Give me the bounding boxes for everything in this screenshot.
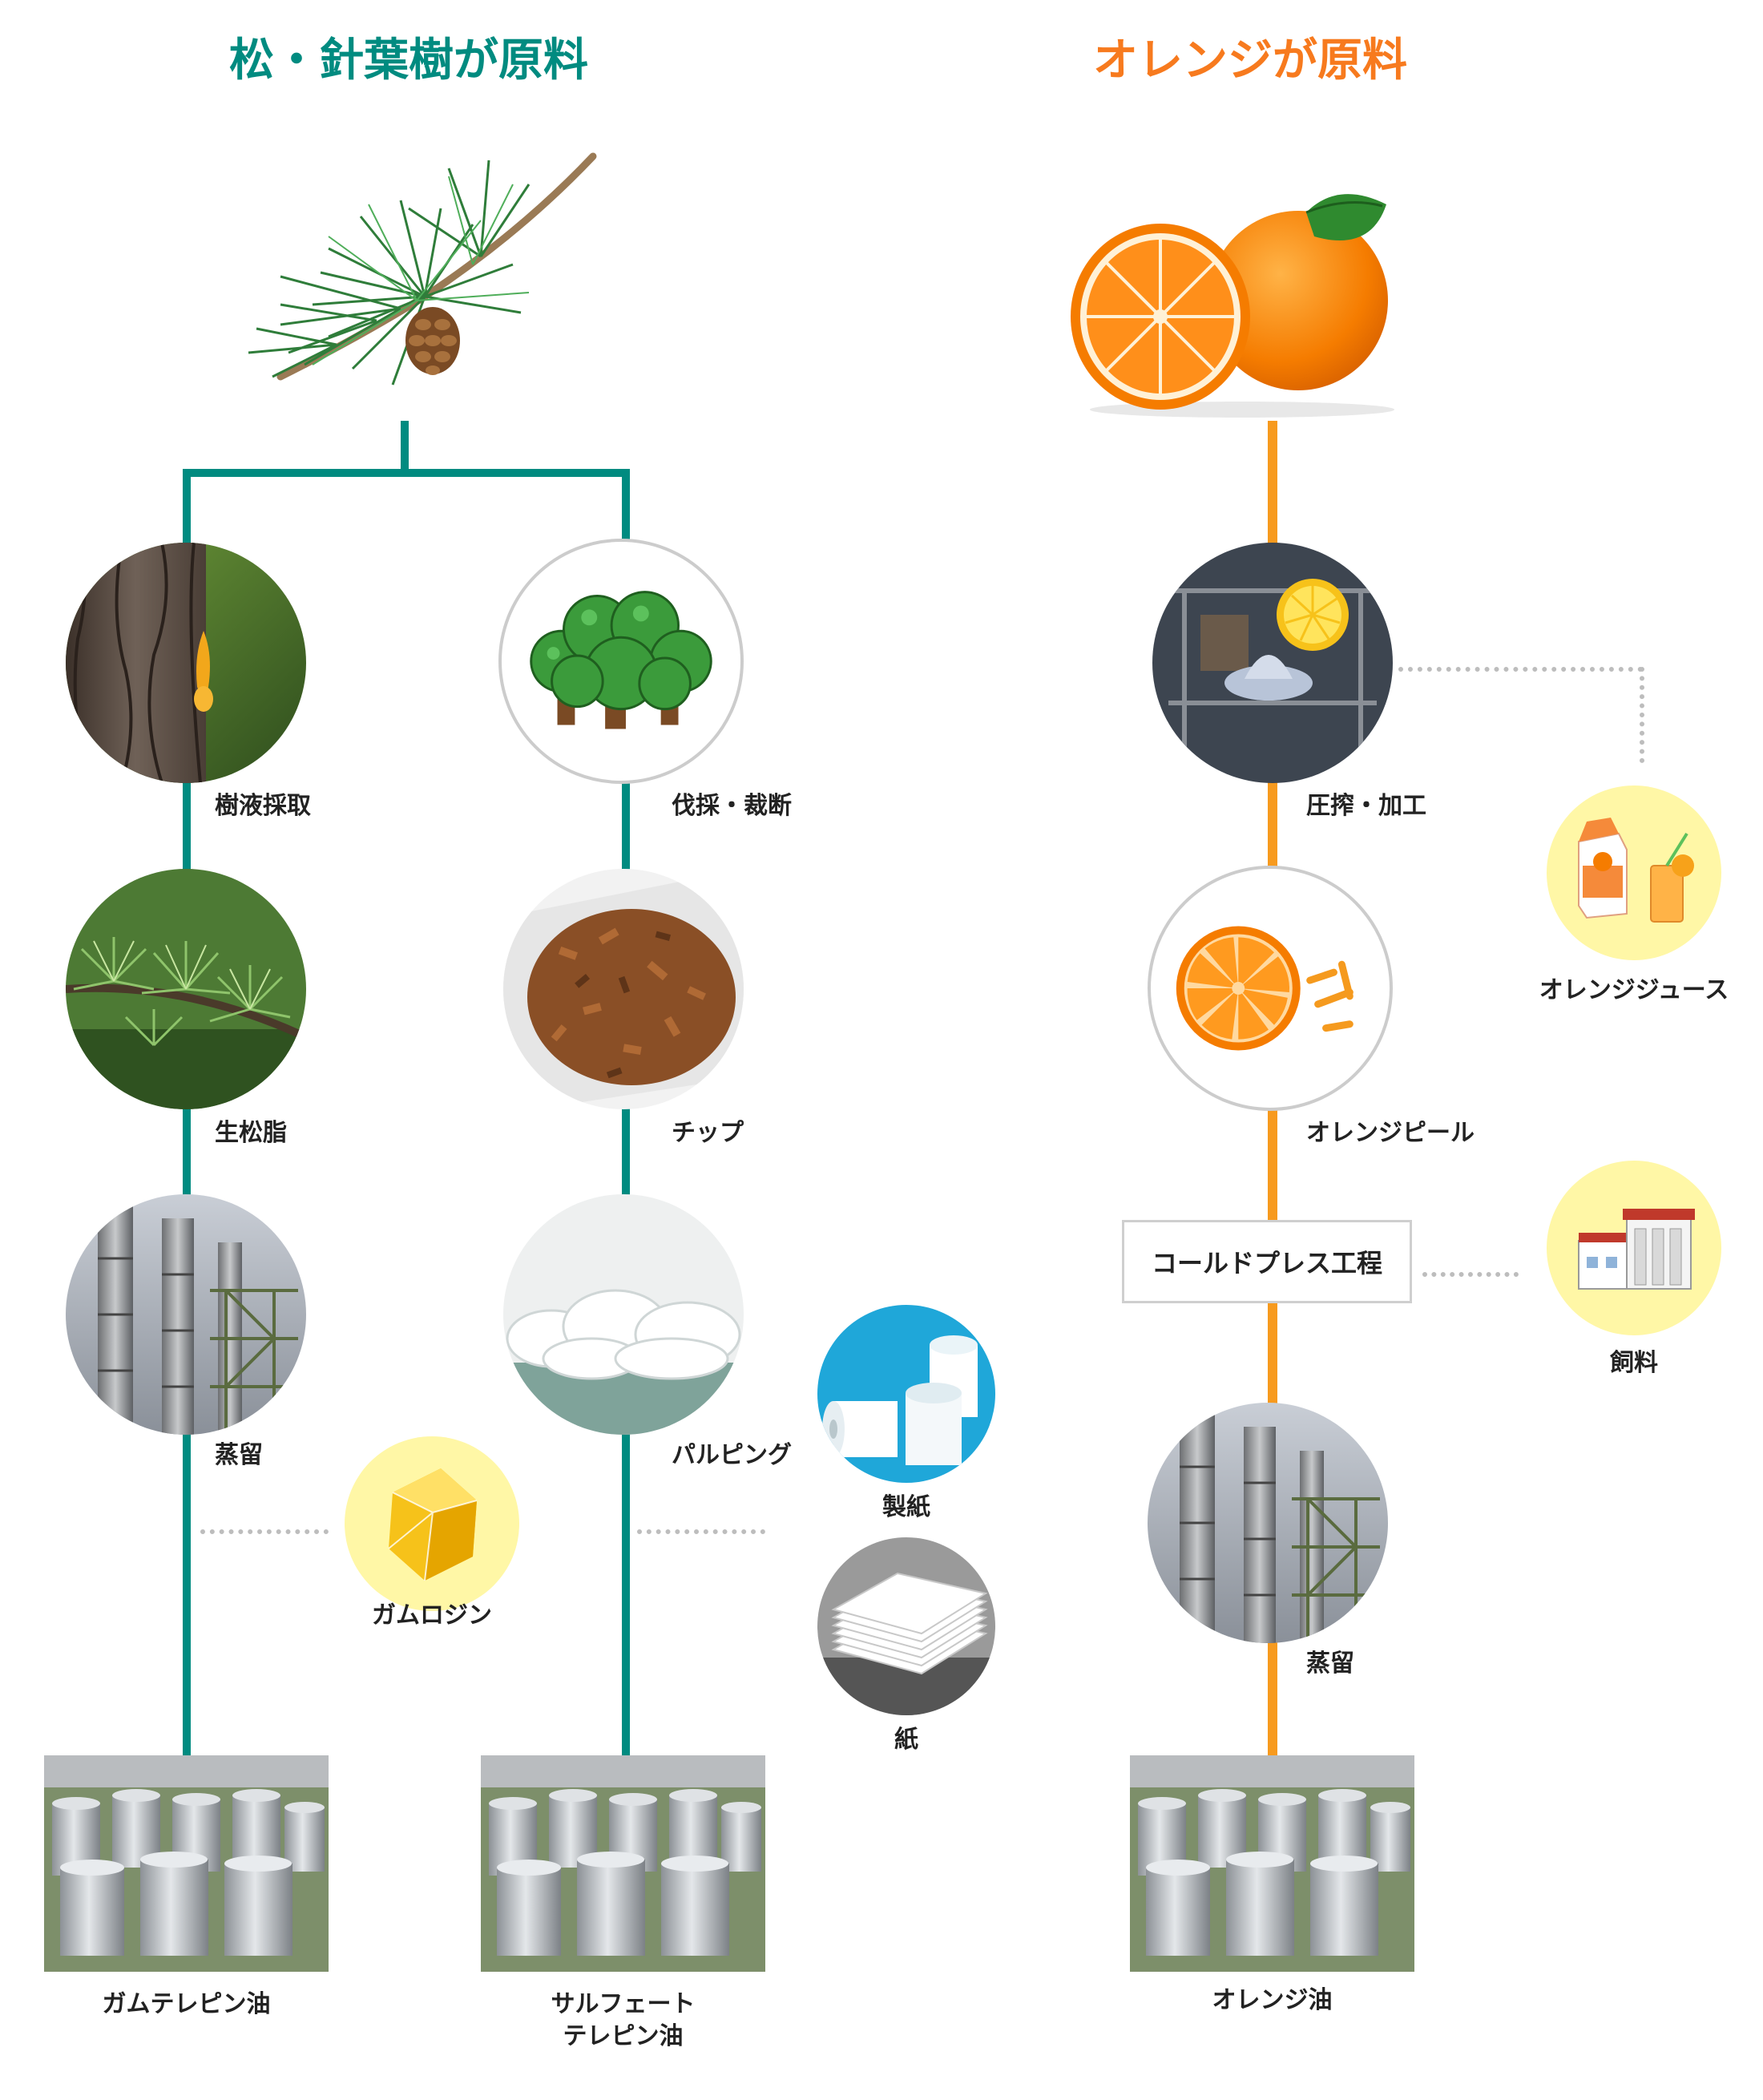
resin-bark-icon — [66, 543, 306, 783]
step-pressing: 圧搾・加工 — [1306, 792, 1426, 820]
step-distillation-pine: 蒸留 — [215, 1441, 263, 1469]
juice-dotted-connector-v — [1640, 667, 1644, 763]
step-resin-collection: 樹液採取 — [215, 792, 311, 820]
oil-tanks-icon — [1130, 1755, 1414, 1972]
pine-needles-icon — [66, 869, 306, 1109]
pine-branch-icon — [216, 136, 601, 409]
step-orange-peel: オレンジピール — [1306, 1119, 1475, 1147]
cold-press-process-box: コールドプレス工程 — [1122, 1220, 1412, 1303]
factory-icon — [1547, 1161, 1721, 1335]
oil-tanks-icon — [44, 1755, 329, 1972]
resin-branch-line — [183, 469, 191, 1755]
juice-icon — [1547, 785, 1721, 960]
distillation-tower-icon — [1148, 1403, 1388, 1643]
toilet-paper-icon — [817, 1305, 995, 1483]
step-felling: 伐採・裁断 — [672, 792, 792, 820]
wood-chips-icon — [503, 869, 744, 1109]
product-gum-turpentine: ガムテレピン油 — [102, 1990, 271, 2018]
paper-stack-icon — [817, 1537, 995, 1715]
byproduct-gum-rosin: ガムロジン — [372, 1601, 492, 1630]
distillation-tower-icon — [66, 1194, 306, 1435]
product-orange-oil: オレンジ油 — [1212, 1986, 1333, 2014]
paper-dotted-connector — [637, 1529, 765, 1534]
tree-icon — [498, 539, 744, 784]
juicer-icon — [1152, 543, 1393, 783]
pine-heading: 松・針葉樹が原料 — [229, 34, 588, 87]
juice-dotted-connector-h — [1398, 667, 1643, 672]
step-distillation-orange: 蒸留 — [1306, 1650, 1354, 1678]
byproduct-feed: 飼料 — [1610, 1349, 1658, 1377]
orange-heading: オレンジが原料 — [1093, 34, 1407, 87]
rosin-dotted-connector — [200, 1529, 329, 1534]
byproduct-papermaking: 製紙 — [882, 1493, 930, 1521]
byproduct-orange-juice: オレンジジュース — [1539, 976, 1729, 1004]
oil-tanks-icon — [481, 1755, 765, 1972]
orange-fruit-icon — [1066, 180, 1418, 421]
step-chips: チップ — [672, 1119, 744, 1147]
rosin-crystal-icon — [345, 1436, 519, 1611]
pine-split-line — [183, 469, 630, 477]
pulp-icon — [503, 1194, 744, 1435]
feed-dotted-connector — [1422, 1272, 1519, 1277]
product-sulfate-turpentine-line1: サルフェート — [551, 1990, 696, 2018]
step-pulping: パルピング — [672, 1441, 792, 1469]
pulp-branch-line — [622, 469, 630, 1755]
step-raw-resin: 生松脂 — [215, 1119, 287, 1147]
product-sulfate-turpentine-line2: テレピン油 — [563, 2022, 684, 2050]
orange-slice-icon — [1148, 866, 1393, 1111]
pine-stem-line — [401, 421, 409, 469]
byproduct-paper: 紙 — [894, 1726, 918, 1754]
